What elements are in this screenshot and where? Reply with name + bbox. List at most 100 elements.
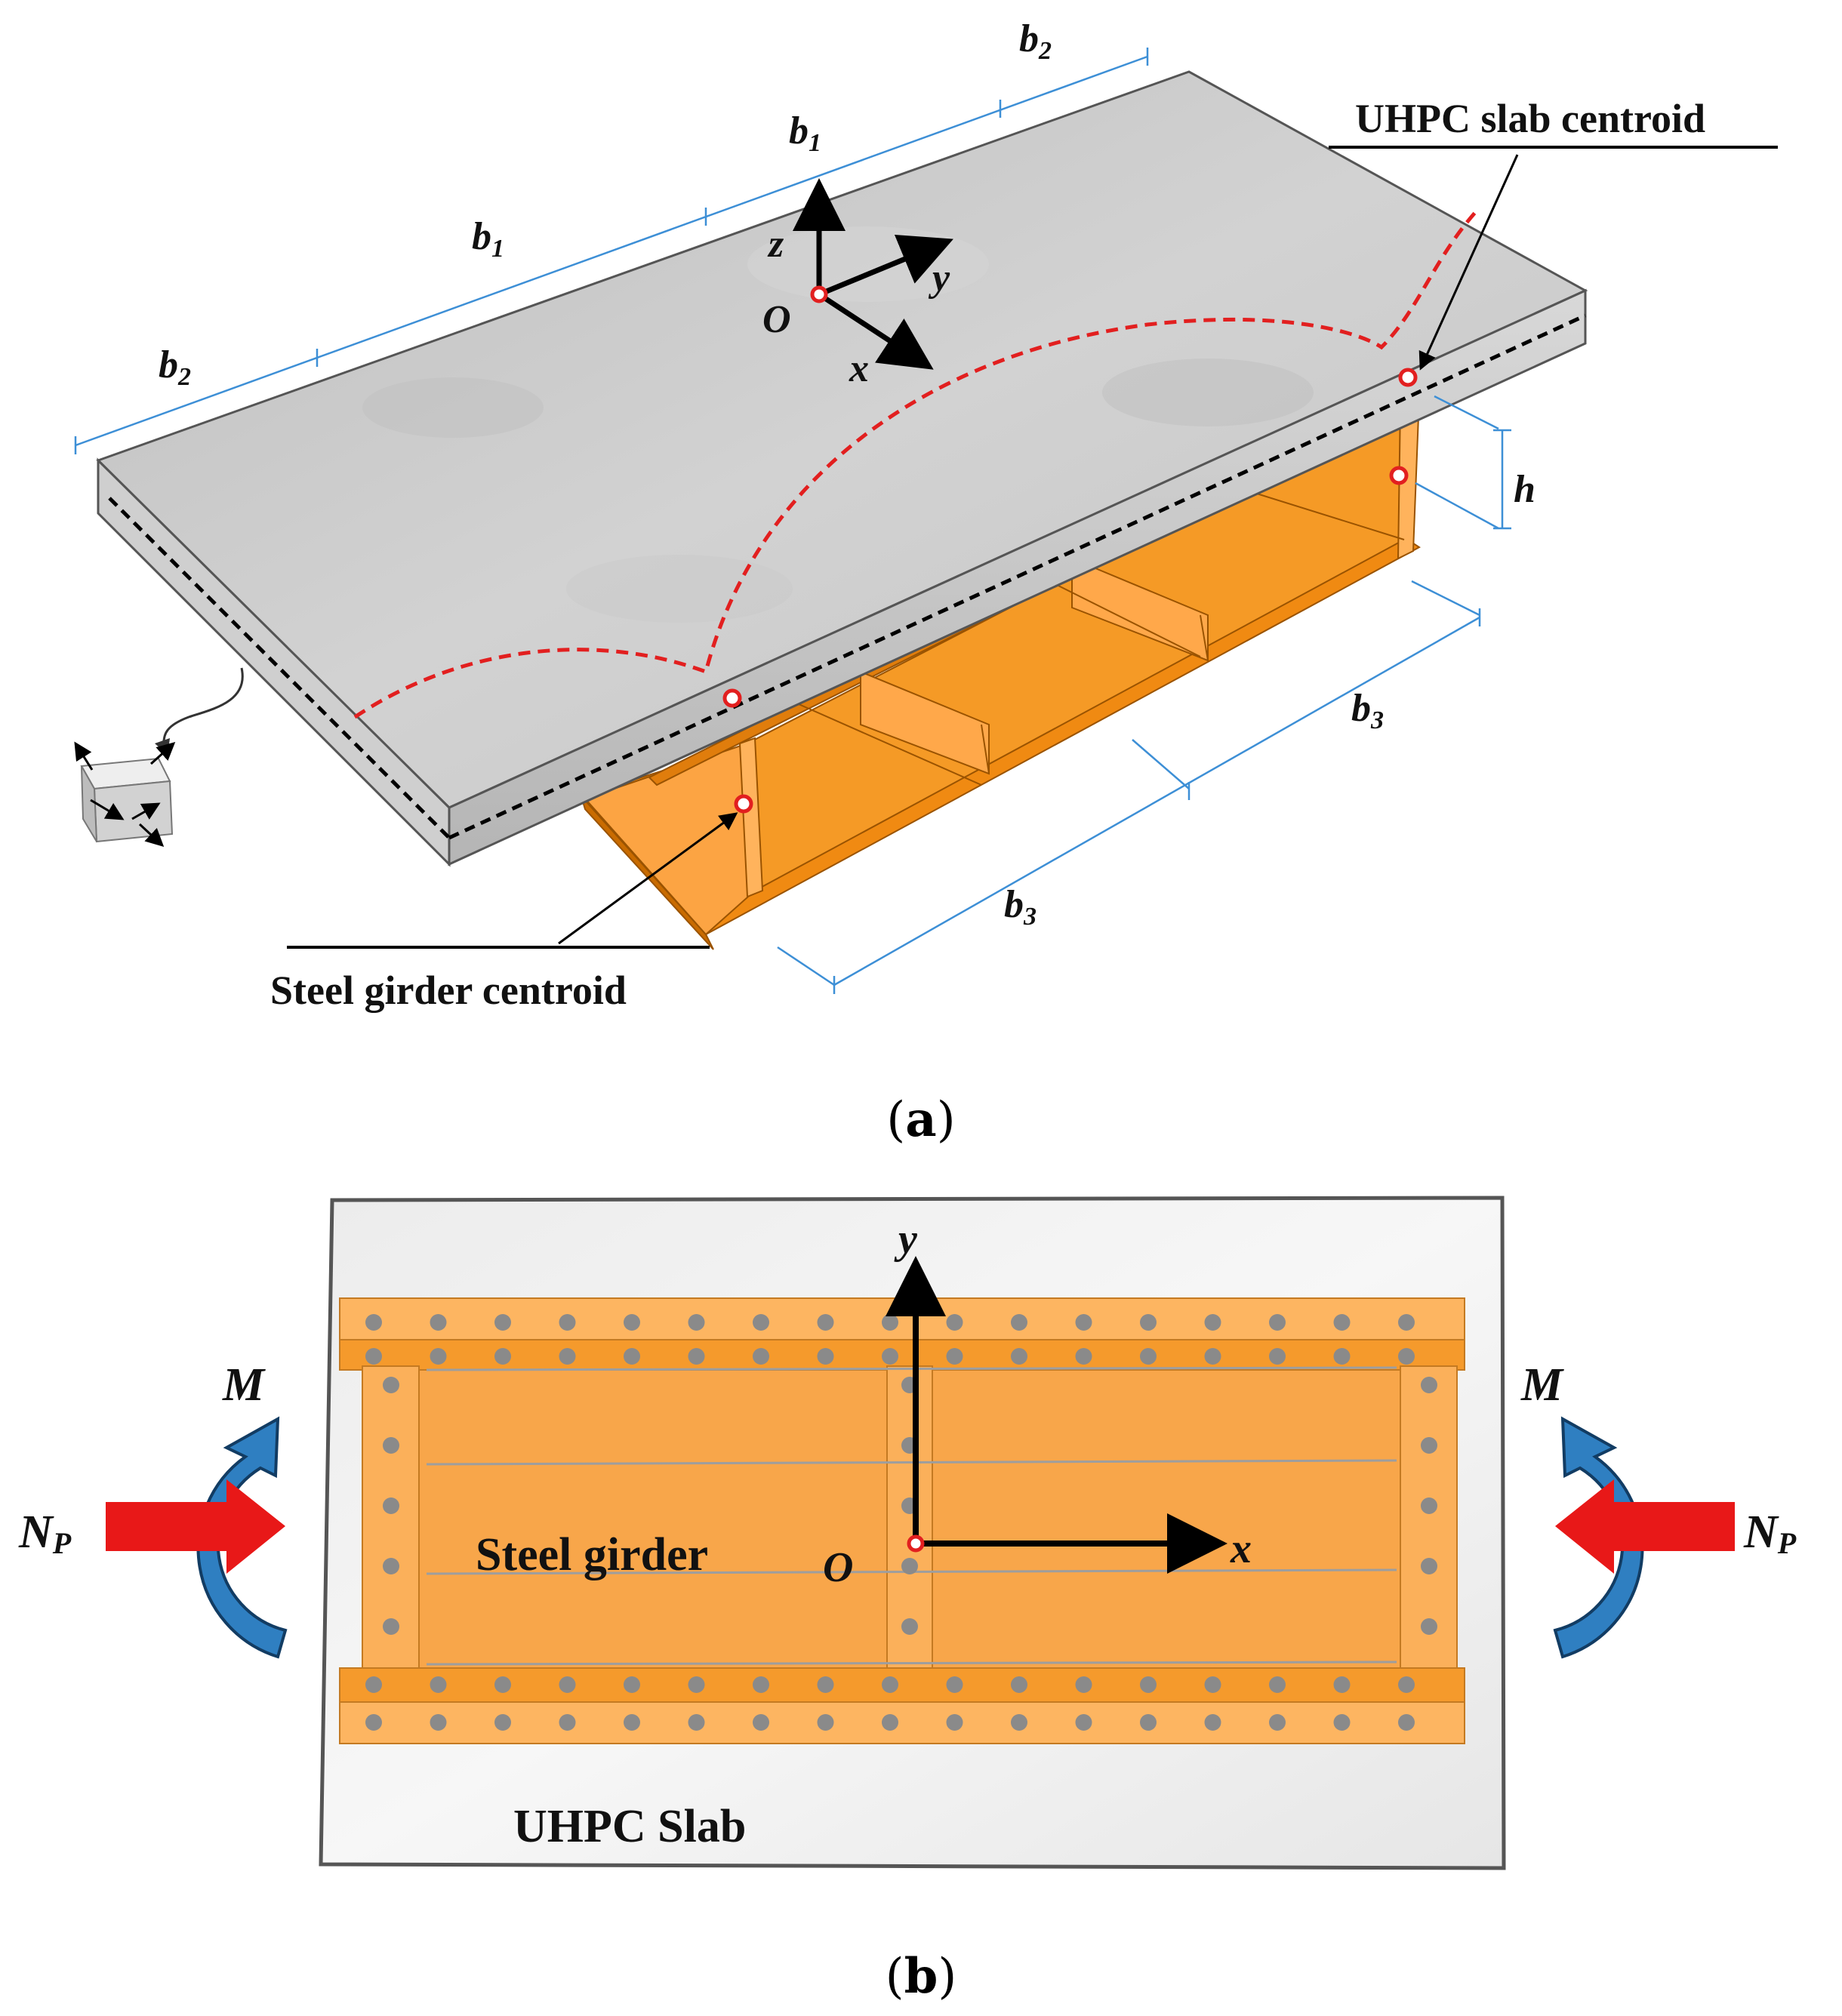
caption-b: (b) <box>886 1948 957 2005</box>
left-force-label: NP <box>18 1507 72 1560</box>
axis-y-label-b: y <box>894 1216 918 1263</box>
stud-dot <box>1140 1348 1157 1365</box>
right-moment-arrow <box>1553 1416 1644 1659</box>
steel-girder-label: Steel girder <box>476 1529 708 1580</box>
uhpc-slab-label: UHPC Slab <box>513 1801 746 1852</box>
stud-dot <box>1011 1676 1027 1693</box>
stud-dot <box>882 1676 898 1693</box>
stud-dot <box>946 1314 963 1331</box>
stud-dot <box>430 1714 447 1731</box>
stud-dot <box>430 1676 447 1693</box>
stud-dot <box>1333 1676 1351 1693</box>
right-force-label: NP <box>1743 1507 1797 1560</box>
stud-dot <box>383 1618 399 1635</box>
stud-dot <box>817 1714 834 1731</box>
slab-centroid-line-left <box>108 497 451 839</box>
origin-label-a: O <box>762 298 791 341</box>
stud-dot <box>1421 1558 1437 1574</box>
stud-dot <box>753 1314 769 1331</box>
girder-centroid-label: Steel girder centroid <box>270 968 627 1013</box>
dim-b2-left-label: b2 <box>159 343 191 391</box>
left-moment-arrow <box>196 1416 288 1659</box>
stud-dot <box>1333 1714 1351 1731</box>
dim-b2-top-label: b2 <box>1019 17 1052 65</box>
stud-dot <box>1204 1714 1221 1731</box>
stud-dot <box>1075 1676 1092 1693</box>
left-moment-label: M <box>222 1359 266 1411</box>
stud-dot <box>1398 1676 1415 1693</box>
stud-dot <box>624 1348 640 1365</box>
stud-dot <box>494 1348 511 1365</box>
dim-b3-right-label: b3 <box>1351 687 1384 734</box>
dimension-lines-bottom <box>777 395 1511 994</box>
stud-dot <box>1075 1348 1092 1365</box>
girder-centroid-leader <box>558 812 738 945</box>
stud-dot <box>688 1314 705 1331</box>
effective-width-curve <box>353 206 1481 719</box>
stud-dot <box>1421 1618 1437 1635</box>
dimension-lines-top <box>74 48 1149 454</box>
stud-dot <box>882 1348 898 1365</box>
stud-dot <box>688 1714 705 1731</box>
stud-dot <box>946 1714 963 1731</box>
stud-dot <box>494 1676 511 1693</box>
shear-studs <box>365 1314 1437 1731</box>
stud-dot <box>753 1714 769 1731</box>
stud-dot <box>1398 1314 1415 1331</box>
origin-label-b: O <box>823 1544 853 1591</box>
axes-3d <box>793 178 953 370</box>
slab-centroid-label: UHPC slab centroid <box>1355 96 1705 141</box>
stud-dot <box>946 1676 963 1693</box>
stud-dot <box>1421 1437 1437 1454</box>
stud-dot <box>559 1714 576 1731</box>
dim-h-label: h <box>1514 468 1536 511</box>
stud-dot <box>882 1314 898 1331</box>
caption-a: (a) <box>886 1091 955 1148</box>
stud-dot <box>1204 1314 1221 1331</box>
stud-dot <box>1398 1714 1415 1731</box>
uhpc-slab-3d <box>96 70 1588 867</box>
stud-dot <box>753 1676 769 1693</box>
material-element-cube <box>74 667 244 848</box>
stud-dot <box>1333 1348 1351 1365</box>
stud-dot <box>946 1348 963 1365</box>
axis-x-label-b: x <box>1230 1525 1252 1572</box>
stud-dot <box>1269 1676 1286 1693</box>
stud-dot <box>624 1676 640 1693</box>
right-moment-label: M <box>1520 1359 1564 1411</box>
centroid-markers <box>722 285 1418 814</box>
slab-centroid-line-front <box>448 313 1587 840</box>
stud-dot <box>688 1348 705 1365</box>
stud-dot <box>1011 1714 1027 1731</box>
stud-dot <box>383 1558 399 1574</box>
stud-dot <box>1075 1714 1092 1731</box>
stud-dot <box>559 1348 576 1365</box>
axis-z-label-a: z <box>767 223 784 266</box>
stud-dot <box>559 1676 576 1693</box>
stud-dot <box>365 1714 382 1731</box>
stud-dot <box>383 1497 399 1514</box>
stud-dot <box>1204 1676 1221 1693</box>
stud-dot <box>1269 1714 1286 1731</box>
stud-dot <box>430 1314 447 1331</box>
stud-dot <box>365 1348 382 1365</box>
slab-centroid-leader <box>1418 154 1519 371</box>
stud-dot <box>624 1314 640 1331</box>
stud-dot <box>882 1714 898 1731</box>
dim-b1-left-label: b1 <box>472 215 504 263</box>
stud-dot <box>494 1314 511 1331</box>
panel-b-plan: y x O Steel girder UHPC Slab M NP M NP (… <box>18 1196 1797 2005</box>
stud-dot <box>817 1348 834 1365</box>
stud-dot <box>1398 1348 1415 1365</box>
stud-dot <box>1011 1348 1027 1365</box>
stud-dot <box>1204 1348 1221 1365</box>
stud-dot <box>365 1676 382 1693</box>
stud-dot <box>1269 1314 1286 1331</box>
stud-dot <box>1421 1377 1437 1393</box>
stud-dot <box>1140 1676 1157 1693</box>
stud-dot <box>383 1377 399 1393</box>
axes-plan <box>886 1256 1227 1574</box>
stud-dot <box>430 1348 447 1365</box>
panel-a-isometric: b1 b1 b2 b2 b3 b3 h z y x O <box>74 17 1778 1148</box>
